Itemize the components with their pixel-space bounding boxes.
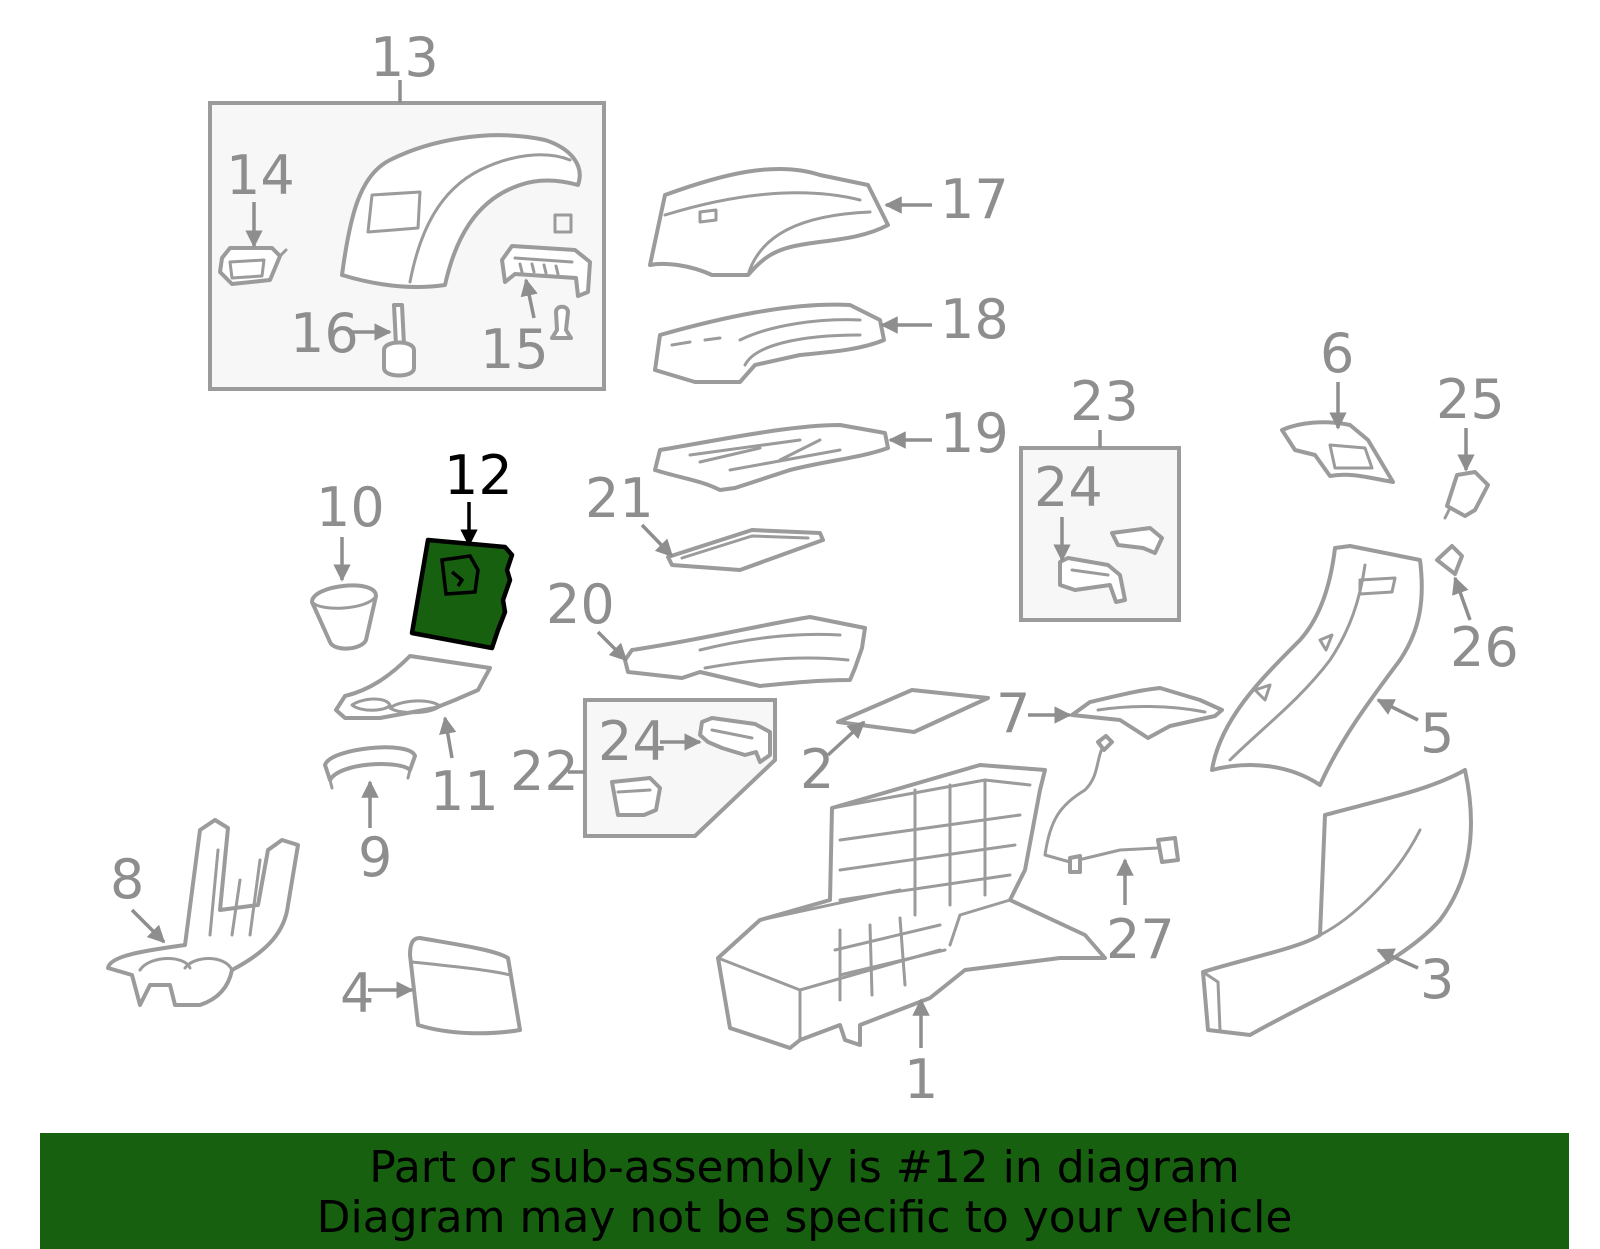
callout-23: 23 (1070, 370, 1139, 433)
banner-line-2: Diagram may not be specific to your vehi… (316, 1192, 1293, 1243)
callout-19: 19 (940, 402, 1009, 465)
callout-1: 1 (904, 1048, 938, 1111)
callout-2: 2 (800, 738, 834, 801)
part-20-tray-liner[interactable] (623, 615, 867, 688)
part-13-armrest-lid[interactable] (340, 133, 582, 289)
callout-25: 25 (1436, 368, 1505, 431)
callout-13: 13 (370, 26, 439, 89)
part-24-bracket-upper[interactable] (1058, 556, 1127, 604)
part-11-cupholder-plate[interactable] (334, 654, 492, 720)
part-19-plate[interactable] (653, 423, 890, 492)
part-8-rear-cupholder[interactable] (106, 818, 300, 1007)
part-12-highlighted[interactable] (409, 537, 515, 651)
callout-7: 7 (996, 682, 1030, 745)
part-3-side-panel[interactable] (1201, 768, 1474, 1037)
part-7-cover[interactable] (1070, 686, 1224, 740)
part-16-bumper[interactable] (382, 303, 416, 378)
part-21-mat[interactable] (666, 528, 825, 572)
callout-12-highlighted: 12 (444, 444, 513, 507)
callout-4: 4 (340, 962, 374, 1025)
part-15-latch[interactable] (500, 244, 592, 298)
part-14-clip[interactable] (218, 246, 288, 286)
leader-lines (130, 196, 1475, 1048)
part-5-side-trim[interactable] (1210, 544, 1424, 787)
callout-6: 6 (1320, 322, 1354, 385)
part-6-trim[interactable] (1280, 420, 1395, 484)
callout-10: 10 (316, 476, 385, 539)
banner-line-1: Part or sub-assembly is #12 in diagram (369, 1142, 1240, 1193)
callout-18: 18 (940, 288, 1009, 351)
part-15-pin (550, 304, 573, 340)
callout-5: 5 (1420, 702, 1454, 765)
info-banner: Part or sub-assembly is #12 in diagram D… (40, 1133, 1569, 1249)
callout-20: 20 (546, 573, 615, 636)
callout-16: 16 (290, 302, 359, 365)
part-4-trim-panel[interactable] (408, 936, 522, 1036)
callout-21: 21 (585, 467, 654, 530)
callout-24-lower: 24 (598, 710, 667, 773)
callout-17: 17 (940, 168, 1009, 231)
part-1-console-body[interactable] (716, 763, 1107, 1050)
part-22-clip[interactable] (610, 776, 662, 817)
part-10-cup-insert[interactable] (310, 583, 378, 651)
callout-26: 26 (1450, 616, 1519, 679)
callout-8: 8 (110, 848, 144, 911)
callout-3: 3 (1420, 948, 1454, 1011)
part-26-clip[interactable] (1435, 544, 1464, 576)
callout-24-upper: 24 (1034, 456, 1103, 519)
part-27-harness[interactable] (1043, 734, 1180, 874)
part-23-clip[interactable] (1110, 526, 1164, 555)
part-25-connector[interactable] (1443, 470, 1490, 520)
part-17-compartment-top[interactable] (648, 166, 890, 277)
callout-labels: 13 14 16 15 17 18 19 21 20 22 24 23 24 6… (110, 26, 1519, 1111)
callout-15: 15 (480, 318, 549, 381)
part-2-pad[interactable] (836, 688, 990, 734)
part-18-tray[interactable] (653, 302, 886, 384)
callout-27: 27 (1106, 908, 1175, 971)
part-24-bracket-lower[interactable] (698, 716, 772, 764)
part-9-ring[interactable] (323, 745, 417, 790)
callout-9: 9 (358, 826, 392, 889)
callout-22: 22 (510, 740, 579, 803)
callout-14: 14 (226, 144, 295, 207)
callout-11: 11 (430, 760, 499, 823)
